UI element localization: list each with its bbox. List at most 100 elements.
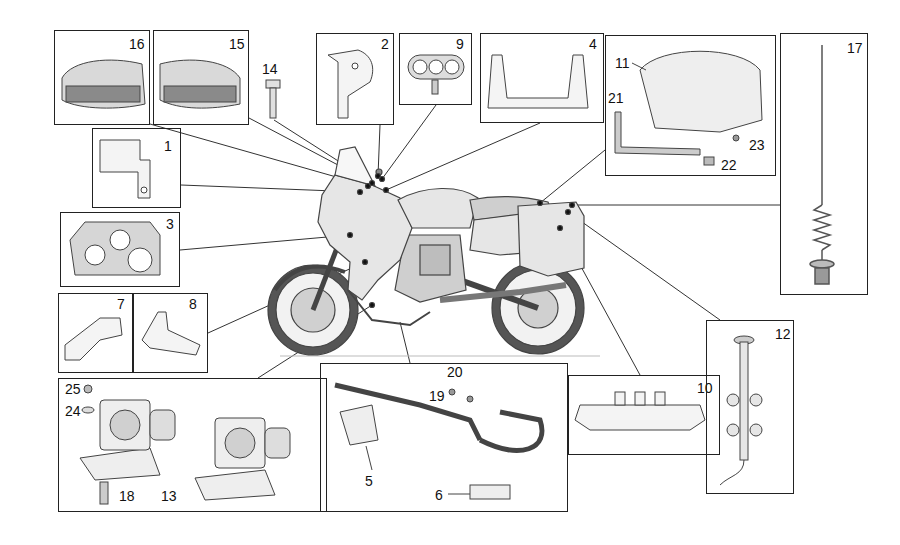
parts-panel: 12 (706, 320, 794, 494)
part-crash-bar (335, 385, 542, 499)
part-antenna-shape (810, 260, 834, 268)
part-bracket-shape (100, 140, 150, 198)
part-bracket-shape (445, 60, 459, 74)
callout-number: 4 (589, 37, 597, 52)
part-horn-shape (215, 418, 265, 468)
callout-number: 2 (381, 37, 389, 52)
callout-number: 3 (166, 217, 174, 232)
motorcycle-shape (398, 188, 478, 228)
part-bolt-shape (266, 80, 280, 88)
part-bracket (65, 50, 705, 430)
motorcycle-shape (440, 285, 566, 300)
callout-number: 17 (847, 41, 863, 56)
motorcycle-shape (380, 177, 385, 182)
part-fog-light-shape (164, 86, 236, 102)
parts-panel: 1 (92, 128, 181, 208)
part-crash-bar-shape (480, 412, 542, 450)
part-bracket-shape (70, 222, 160, 275)
parts-panel: 2 (316, 33, 394, 125)
part-crash-bar-shape (448, 494, 470, 495)
callout-number: 25 (65, 382, 81, 397)
leader-lines-shape (568, 212, 720, 320)
callout-number: 11 (615, 56, 630, 71)
part-top-case-shape (640, 51, 762, 132)
callout-number: 18 (119, 489, 135, 504)
motorcycle-shape (335, 147, 375, 186)
motorcycle-shape (348, 233, 353, 238)
part-horn-shape (150, 410, 175, 440)
part-bracket-shape (408, 55, 464, 79)
motorcycle-shape (370, 181, 375, 186)
part-fog-light-shape (62, 60, 145, 108)
motorcycle-shape (370, 303, 375, 308)
part-bracket-shape (110, 230, 130, 250)
parts-panel: 17 (780, 33, 868, 295)
parts-panel: 10 (568, 375, 720, 455)
leader-lines-shape (180, 235, 350, 250)
parts-panel: 3 (60, 212, 180, 287)
leader-lines-shape (382, 105, 436, 179)
part-bracket-shape (655, 392, 665, 405)
parts-panel: 16 (54, 30, 150, 125)
part-crash-bar-shape (470, 485, 510, 499)
part-antenna-shape (814, 205, 830, 250)
part-horn-shape (84, 385, 92, 393)
part-bracket-shape (488, 55, 588, 108)
motorcycle-shape (420, 245, 450, 275)
callout-number: 21 (608, 91, 624, 106)
callout-number: 1 (164, 139, 172, 154)
callout-number: 13 (161, 489, 177, 504)
callout-number: 22 (721, 158, 737, 173)
part-bracket-shape (85, 245, 105, 265)
motorcycle (268, 147, 600, 356)
parts-panel: 4 (480, 33, 604, 123)
part-bolt-shape (270, 88, 276, 118)
callout-number: 16 (129, 37, 145, 52)
parts-panel: 8 (133, 293, 208, 373)
part-antenna-shape (821, 45, 823, 205)
part-bracket-shape (432, 80, 438, 94)
part-horn-shape (265, 428, 290, 458)
leader-lines-shape (378, 125, 380, 176)
part-fog-light (62, 60, 240, 108)
leader-lines-shape (540, 150, 605, 203)
motorcycle-shape (358, 190, 363, 195)
motorcycle-shape (275, 266, 345, 290)
part-crash-bar-shape (467, 396, 473, 402)
part-pole-shape (750, 424, 762, 436)
part-top-case-shape (632, 63, 646, 70)
part-horn-shape (110, 410, 140, 440)
part-top-case (615, 51, 762, 165)
callout-number: 5 (365, 474, 373, 489)
parts-panel: 25241813 (58, 378, 327, 512)
part-horn-shape (225, 428, 255, 458)
part-bolt (266, 80, 280, 118)
callout-number: 12 (775, 327, 791, 342)
part-fog-light-shape (66, 86, 140, 102)
part-bracket-shape (142, 312, 200, 355)
part-bracket-shape (413, 60, 427, 74)
callout-number: 10 (697, 381, 713, 396)
part-horn (80, 385, 290, 504)
callout-number: 19 (429, 389, 445, 404)
part-crash-bar-shape (340, 405, 378, 445)
motorcycle-shape (570, 203, 575, 208)
callout-number: 9 (456, 37, 464, 52)
part-top-case-shape (733, 135, 739, 141)
parts-panel: 201956 (320, 363, 568, 512)
callout-number: 15 (229, 37, 245, 52)
leader-lines (150, 105, 780, 378)
part-bracket-shape (141, 187, 147, 193)
parts-panel: 15 (153, 30, 249, 125)
callout-number: 6 (435, 488, 443, 503)
part-bracket-shape (65, 318, 122, 360)
parts-panel: 7 (58, 293, 133, 373)
callout-number: 8 (189, 297, 197, 312)
part-pole-shape (750, 394, 762, 406)
part-pole (720, 336, 762, 485)
part-bracket-shape (352, 63, 358, 69)
part-horn-shape (100, 400, 150, 450)
leader-lines-shape (386, 123, 540, 190)
